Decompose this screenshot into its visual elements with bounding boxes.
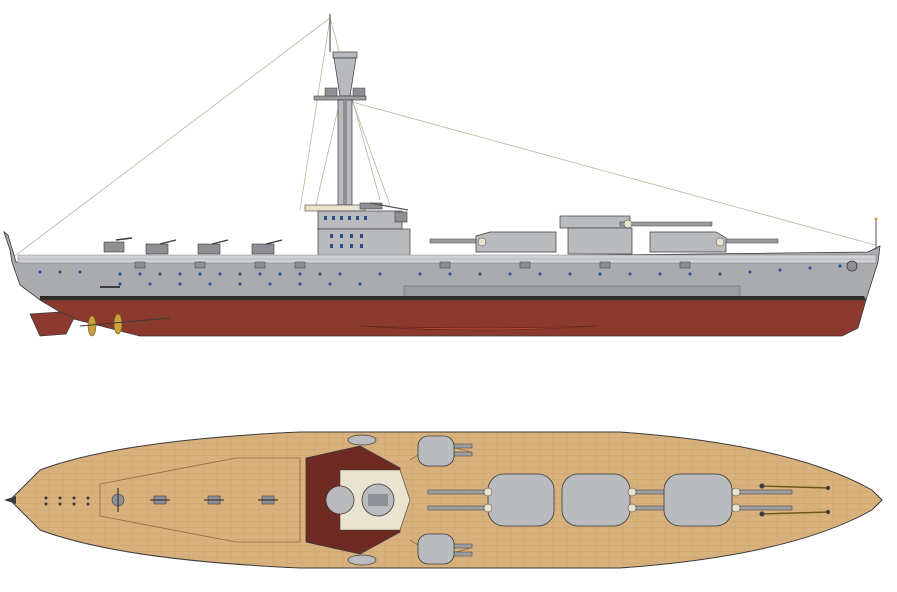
mast-base-icon	[325, 485, 355, 515]
portholes	[38, 264, 842, 286]
hull-lower	[38, 299, 867, 337]
secondary-gun-2-icon	[145, 239, 177, 255]
rudder	[29, 311, 75, 337]
bridge-superstructure	[304, 202, 411, 264]
wing-turret-starboard-icon	[417, 533, 473, 565]
main-turret-b-icon	[559, 215, 713, 255]
secondary-gun-3-icon	[197, 239, 229, 255]
rigging	[11, 17, 876, 259]
main-turret-plan-a-icon	[427, 473, 555, 527]
deck-outline	[9, 431, 883, 569]
boot-topping	[40, 296, 866, 300]
main-turret-a-icon	[429, 231, 557, 253]
lifeboat-starboard-icon	[347, 554, 377, 566]
propeller-1-icon	[87, 315, 97, 337]
secondary-gun-1-icon	[103, 237, 133, 253]
wing-turret-port-icon	[417, 435, 473, 467]
secondary-gun-4-icon	[251, 239, 283, 255]
side-profile-view	[3, 14, 881, 337]
main-turret-plan-c-icon	[663, 473, 793, 527]
lifeboat-port-icon	[347, 434, 377, 446]
main-turret-plan-b-icon	[561, 473, 667, 527]
bilge-keel	[359, 325, 597, 331]
hull-upper	[3, 230, 881, 301]
anchor-icon	[846, 260, 858, 272]
main-turrets-side	[429, 215, 779, 255]
propeller-2-icon	[113, 313, 123, 335]
anchor-chains	[759, 485, 831, 515]
mast	[313, 14, 367, 206]
secondary-guns-side	[103, 237, 283, 255]
top-plan-view	[4, 431, 883, 569]
main-turret-c-icon	[649, 231, 779, 253]
